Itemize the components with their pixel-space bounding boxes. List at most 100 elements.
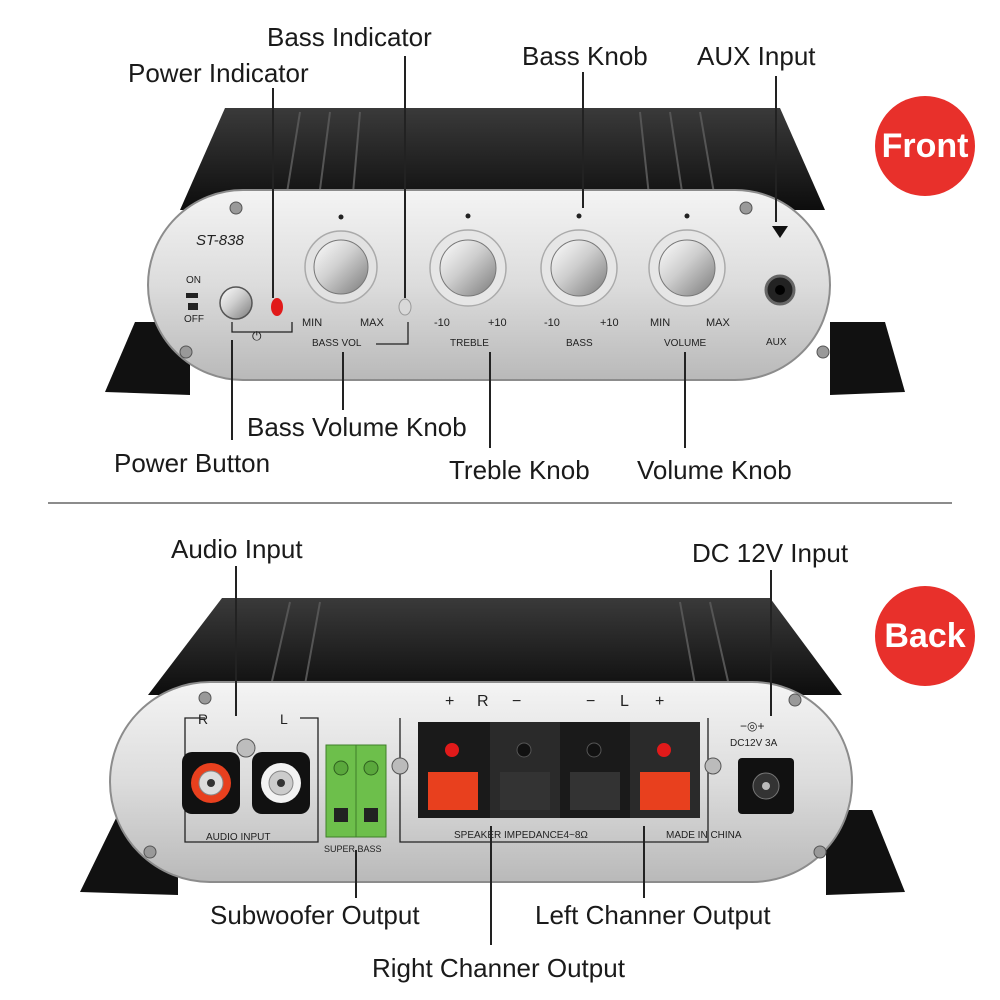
- left-l: L: [620, 693, 629, 710]
- audio-input-name: AUDIO INPUT: [206, 832, 270, 843]
- left-minus: −: [586, 693, 595, 710]
- knob-dot: [684, 213, 690, 219]
- front-view: ST-838 ON OFF ⏻ MIN MAX BASS VOL -10 +10…: [105, 108, 905, 395]
- off-label: OFF: [184, 314, 204, 325]
- bass-max: +10: [600, 317, 619, 329]
- treble-max: +10: [488, 317, 507, 329]
- rca-red-pin: [207, 779, 215, 787]
- screw: [391, 757, 409, 775]
- screw: [813, 845, 827, 859]
- back-heatsink: [148, 598, 842, 695]
- back-view: R L AUDIO INPUT SUPER BASS + R − − L +: [80, 598, 905, 895]
- aux-arrow-icon: [772, 226, 788, 238]
- knob-dot: [465, 213, 471, 219]
- callout-left-output: Left Channer Output: [535, 900, 771, 930]
- knob-dot: [576, 213, 582, 219]
- dc-jack-pin: [762, 782, 770, 790]
- switch-on-symbol: [186, 293, 198, 298]
- clip-hole: [586, 742, 602, 758]
- bass-indicator-led: [398, 298, 412, 316]
- clip-lever-black: [570, 772, 620, 810]
- clip-hole: [516, 742, 532, 758]
- volume-max: MAX: [706, 317, 731, 329]
- bass-led-bracket: [376, 322, 409, 345]
- bass-min: -10: [544, 317, 560, 329]
- bass-vol-min: MIN: [302, 317, 322, 329]
- clip-hole-red: [657, 743, 671, 757]
- clip-lever-red: [428, 772, 478, 810]
- bass-volume-knob[interactable]: [313, 239, 369, 295]
- rca-r-label: R: [198, 711, 208, 727]
- model-label: ST-838: [196, 232, 244, 249]
- power-bracket: [231, 322, 293, 333]
- switch-off-symbol: [188, 303, 198, 310]
- speaker-frame: [399, 718, 709, 843]
- power-button[interactable]: [219, 286, 253, 320]
- left-plus: +: [655, 693, 664, 710]
- super-bass-name: SUPER BASS: [324, 844, 382, 854]
- rca-l-label: L: [280, 711, 288, 727]
- back-leaders: [235, 566, 772, 945]
- on-label: ON: [186, 275, 201, 286]
- knob-dot: [338, 214, 344, 220]
- screw: [236, 738, 256, 758]
- bass-name: BASS: [566, 338, 593, 349]
- screw: [816, 345, 830, 359]
- volume-name: VOLUME: [664, 338, 707, 349]
- screw: [704, 757, 722, 775]
- screw: [739, 201, 753, 215]
- front-badge: Front: [875, 96, 975, 196]
- back-badge: Back: [875, 586, 975, 686]
- volume-knob[interactable]: [658, 239, 716, 297]
- impedance-label: SPEAKER IMPEDANCE4~8Ω: [454, 830, 588, 841]
- aux-jack-hole: [775, 285, 785, 295]
- callout-treble-knob: Treble Knob: [449, 455, 590, 485]
- dc-polarity-icon: −◎+: [740, 719, 765, 733]
- callout-volume-knob: Volume Knob: [637, 455, 792, 485]
- front-foot-right: [830, 322, 905, 395]
- aux-name: AUX: [766, 337, 787, 348]
- treble-knob[interactable]: [439, 239, 497, 297]
- callout-power-button: Power Button: [114, 448, 271, 478]
- terminal-hole: [334, 808, 348, 822]
- screw: [198, 691, 212, 705]
- rca-white-pin: [277, 779, 285, 787]
- screw: [229, 201, 243, 215]
- bass-vol-max: MAX: [360, 317, 385, 329]
- power-symbol-icon: ⏻: [252, 329, 262, 343]
- treble-name: TREBLE: [450, 338, 489, 349]
- callout-subwoofer-output: Subwoofer Output: [210, 900, 420, 930]
- right-minus: −: [512, 693, 521, 710]
- clip-hole-red: [445, 743, 459, 757]
- clip-lever-red: [640, 772, 690, 810]
- callout-bass-volume-knob: Bass Volume Knob: [247, 412, 467, 442]
- made-in-label: MADE IN CHINA: [666, 830, 742, 841]
- volume-min: MIN: [650, 317, 670, 329]
- callout-bass-indicator: Bass Indicator: [267, 22, 432, 52]
- power-indicator-led: [271, 298, 283, 316]
- right-plus: +: [445, 693, 454, 710]
- callout-bass-knob: Bass Knob: [522, 41, 648, 71]
- screw: [143, 845, 157, 859]
- callout-audio-input: Audio Input: [171, 534, 303, 564]
- bass-knob[interactable]: [550, 239, 608, 297]
- audio-input-frame: [184, 717, 319, 843]
- clip-lever-black: [500, 772, 550, 810]
- dc-spec-label: DC12V 3A: [730, 738, 778, 749]
- right-r: R: [477, 693, 489, 710]
- terminal-hole: [364, 808, 378, 822]
- callout-aux-input: AUX Input: [697, 41, 816, 71]
- front-leaders: [231, 56, 777, 448]
- callout-power-indicator: Power Indicator: [128, 58, 309, 88]
- screw: [788, 693, 802, 707]
- callout-dc-input: DC 12V Input: [692, 538, 849, 568]
- front-heatsink: [180, 108, 825, 210]
- treble-min: -10: [434, 317, 450, 329]
- terminal-screw: [333, 760, 349, 776]
- bass-vol-name: BASS VOL: [312, 338, 362, 349]
- terminal-screw: [363, 760, 379, 776]
- screw: [179, 345, 193, 359]
- back-foot-right: [826, 810, 905, 895]
- callout-right-output: Right Channer Output: [372, 953, 625, 983]
